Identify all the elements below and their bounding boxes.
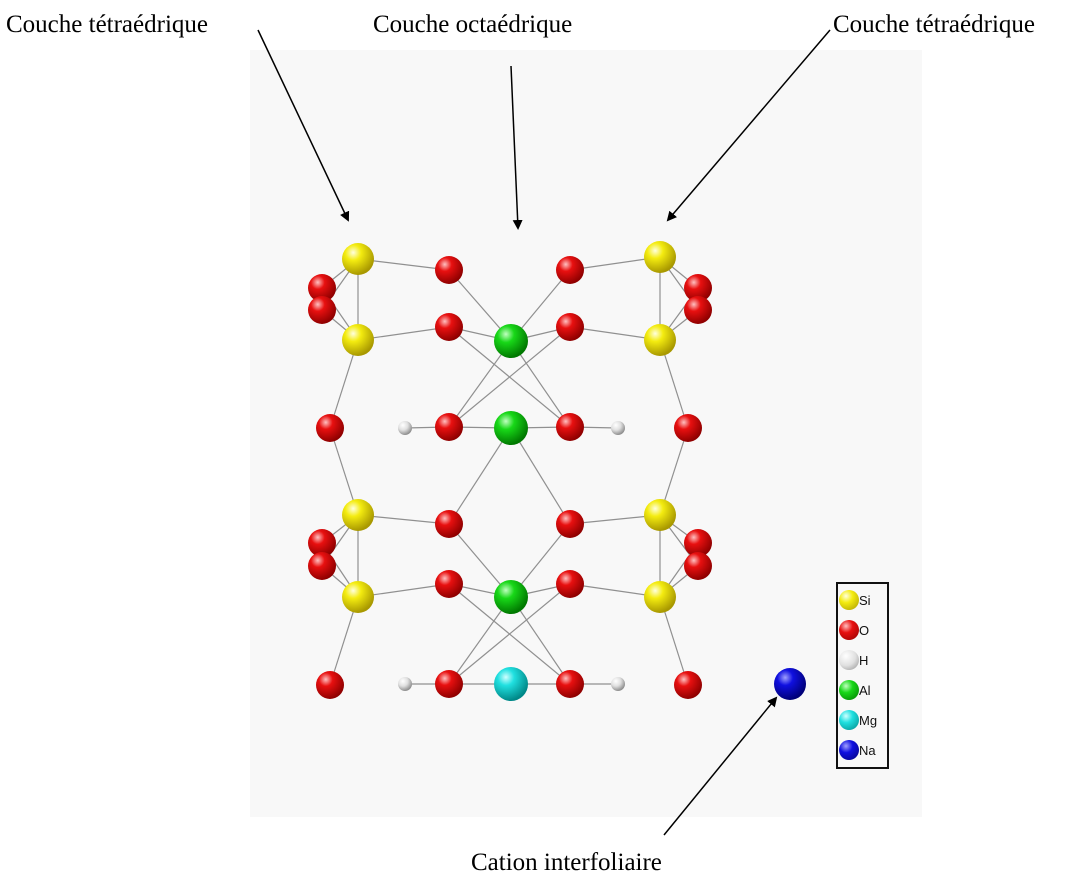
atom-mg	[494, 667, 528, 701]
legend-label: O	[859, 622, 870, 638]
atom-o	[308, 552, 336, 580]
atom-h	[611, 421, 625, 435]
atom-o	[684, 274, 712, 302]
atom-si	[644, 581, 676, 613]
atom-al	[494, 411, 528, 445]
atom-o	[556, 413, 584, 441]
atom-h	[398, 421, 412, 435]
legend-label: Si	[859, 592, 871, 608]
atom-si	[342, 581, 374, 613]
element-legend: Si O H Al Mg Na	[836, 582, 889, 769]
atom-si	[342, 243, 374, 275]
atom-o	[556, 313, 584, 341]
atom-si	[342, 324, 374, 356]
atom-al	[494, 580, 528, 614]
atom-o	[435, 510, 463, 538]
legend-label: Al	[859, 682, 871, 698]
atom-o	[435, 256, 463, 284]
atom-o	[435, 670, 463, 698]
atom-na	[774, 668, 806, 700]
atom-o	[556, 510, 584, 538]
legend-label: Mg	[859, 712, 878, 728]
molecular-model-panel	[250, 50, 922, 817]
atom-h	[611, 677, 625, 691]
arrow-tetra-left	[257, 29, 350, 222]
h-swatch	[839, 650, 859, 670]
atom-o	[556, 256, 584, 284]
atom-o	[684, 552, 712, 580]
atom-o	[674, 671, 702, 699]
atom-o	[556, 670, 584, 698]
atom-o	[316, 671, 344, 699]
atom-o	[674, 414, 702, 442]
si-swatch	[839, 590, 859, 610]
atom-o	[308, 529, 336, 557]
atom-o	[308, 274, 336, 302]
atom-o	[435, 570, 463, 598]
legend-item-o: O	[839, 617, 869, 643]
arrow-tetra-right	[666, 29, 831, 222]
atom-si	[644, 499, 676, 531]
atom-si	[644, 324, 676, 356]
legend-label: H	[859, 652, 869, 668]
legend-label: Na	[859, 742, 876, 758]
legend-item-si: Si	[839, 587, 871, 613]
al-swatch	[839, 680, 859, 700]
atoms	[308, 241, 806, 701]
atom-o	[556, 570, 584, 598]
annotation-arrows	[257, 29, 831, 836]
legend-item-h: H	[839, 647, 868, 673]
label-interlayer-cation: Cation interfoliaire	[471, 849, 662, 876]
arrow-octa	[510, 65, 523, 230]
legend-item-na: Na	[839, 737, 876, 763]
atom-h	[398, 677, 412, 691]
label-octahedral: Couche octaédrique	[373, 11, 573, 38]
na-swatch	[839, 740, 859, 760]
o-swatch	[839, 620, 859, 640]
atom-o	[308, 296, 336, 324]
bonds	[321, 256, 699, 686]
atom-si	[644, 241, 676, 273]
atom-si	[342, 499, 374, 531]
label-tetrahedral-right: Couche tétraédrique	[833, 11, 1035, 38]
atom-al	[494, 324, 528, 358]
legend-item-al: Al	[839, 677, 871, 703]
atom-o	[316, 414, 344, 442]
atom-o	[435, 313, 463, 341]
atom-o	[684, 296, 712, 324]
atom-o	[435, 413, 463, 441]
label-tetrahedral-left: Couche tétraédrique	[6, 11, 208, 38]
arrow-cation	[663, 696, 778, 836]
legend-item-mg: Mg	[839, 707, 877, 733]
atom-o	[684, 529, 712, 557]
mg-swatch	[839, 710, 859, 730]
